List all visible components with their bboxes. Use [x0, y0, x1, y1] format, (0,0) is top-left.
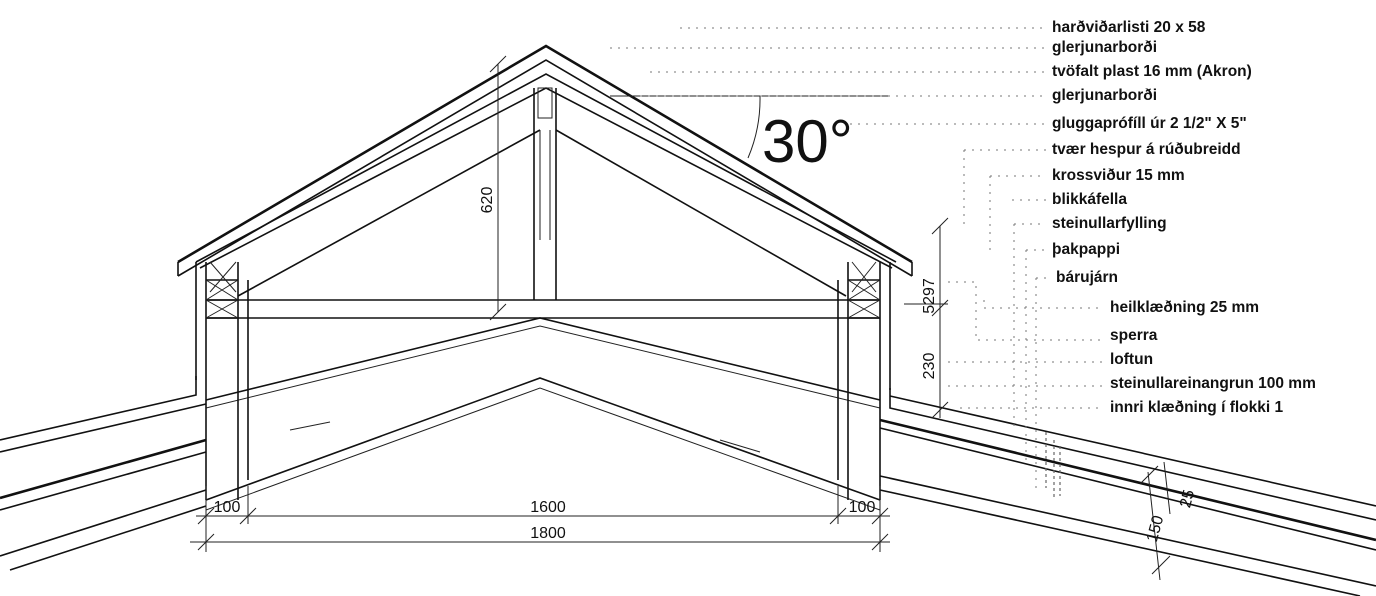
label-flashing: blikkáfella: [1052, 191, 1127, 208]
label-plywood: krossviður 15 mm: [1052, 167, 1185, 184]
label-window-profile: gluggaprófíll úr 2 1/2" X 5": [1052, 115, 1247, 132]
material-labels: harðviðarlisti 20 x 58 glerjunarborði tv…: [1052, 19, 1316, 416]
angle-indicator: 30°: [610, 95, 888, 175]
label-insulation: steinullareinangrun 100 mm: [1110, 375, 1316, 392]
label-glazing-bead-2: glerjunarborði: [1052, 87, 1157, 104]
label-glazing-bead-1: glerjunarborði: [1052, 39, 1157, 56]
dim-roof-thickness: 150: [1144, 514, 1167, 544]
dim-left-post: 100: [214, 499, 241, 516]
leader-lines: [610, 27, 1104, 500]
dim-ridge-height: 620: [479, 187, 496, 214]
label-corrugated-iron: bárujárn: [1056, 269, 1118, 286]
dim-right-post: 100: [849, 499, 876, 516]
label-inner-lining: innri klæðning í flokki 1: [1110, 399, 1283, 416]
dim-total-span: 1800: [530, 525, 566, 542]
existing-roof-left: [0, 376, 207, 571]
left-wall: [195, 261, 249, 500]
interior-lines: [205, 317, 881, 511]
label-rockwool-fill: steinullarfylling: [1052, 215, 1167, 232]
angle-label: 30°: [762, 108, 853, 175]
label-sheathing: heilklæðning 25 mm: [1110, 299, 1259, 316]
dimension-lines: [190, 55, 1171, 581]
existing-roof-right: [879, 388, 1376, 596]
skylight-gable: [177, 44, 913, 319]
label-hinges: tvær hespur á rúðubreidd: [1052, 141, 1241, 158]
dim-sheathing: 25: [1177, 488, 1198, 510]
dim-wall-lower: 230: [921, 353, 938, 380]
dimension-labels: 620 5297 230 100 1600 100 1800 150 25: [214, 187, 1199, 544]
label-rafter: sperra: [1110, 327, 1158, 344]
label-ventilation: loftun: [1110, 351, 1153, 368]
label-roofing-felt: þakpappi: [1052, 241, 1120, 258]
label-double-plastic: tvöfalt plast 16 mm (Akron): [1052, 63, 1252, 80]
label-hardwood-strip: harðviðarlisti 20 x 58: [1052, 19, 1206, 36]
dim-inner-span: 1600: [530, 499, 566, 516]
right-wall: [837, 261, 891, 500]
dim-wall-upper: 5297: [921, 278, 938, 314]
